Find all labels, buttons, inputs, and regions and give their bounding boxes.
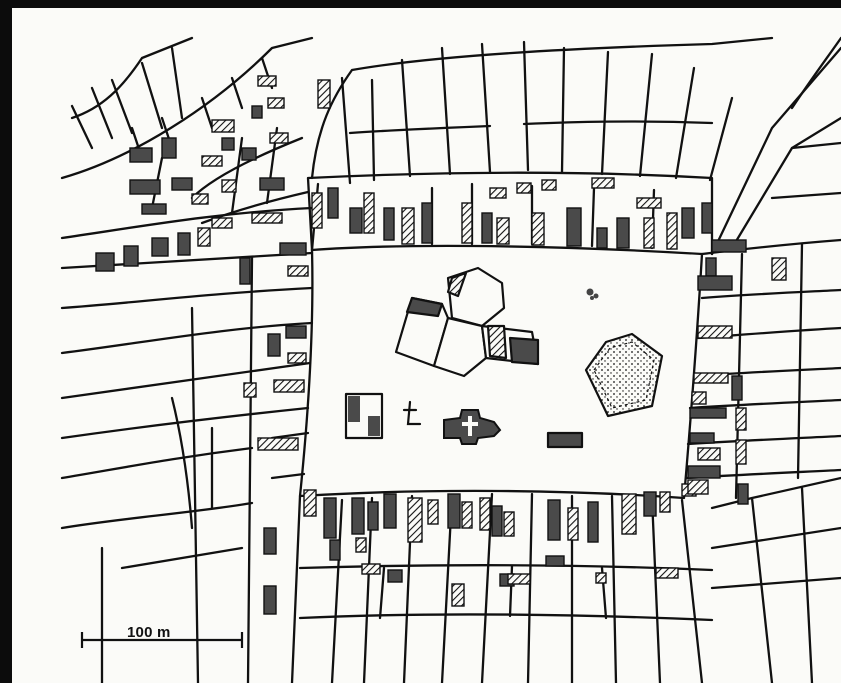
buildings-west — [95, 227, 309, 615]
village-plan — [60, 36, 841, 683]
buildings-east — [687, 239, 787, 505]
buildings-south — [303, 483, 697, 607]
buildings — [95, 75, 787, 615]
church-cross-icon — [443, 409, 502, 445]
scale-label: 100 m — [127, 624, 171, 641]
cadastral-map: 100 m — [12, 8, 841, 683]
buildings-square — [344, 266, 664, 449]
wayside-cross-icon — [402, 400, 422, 426]
scale-bar — [80, 632, 244, 648]
buildings-northwest — [129, 75, 289, 229]
tree-icon — [586, 288, 599, 300]
pond-icon — [584, 332, 664, 418]
buildings-north — [311, 79, 713, 250]
